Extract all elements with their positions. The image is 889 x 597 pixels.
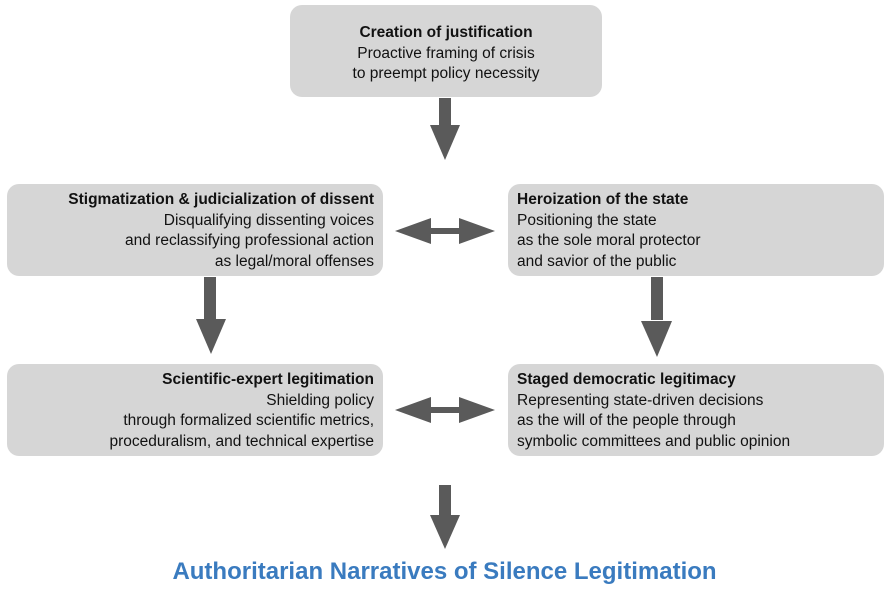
- node-title: Scientific-expert legitimation: [162, 371, 374, 388]
- node-line: Disqualifying dissenting voices: [163, 211, 374, 229]
- node-line: Positioning the state: [517, 211, 657, 229]
- arrow-bidirectional-middle: [395, 218, 495, 244]
- node-staged-democratic-legitimacy: Staged democratic legitimacy Representin…: [508, 364, 884, 456]
- arrow-bidirectional-bottom: [395, 397, 495, 423]
- node-line: Proactive framing of crisis: [357, 44, 535, 62]
- node-line: and savior of the public: [517, 252, 677, 270]
- node-line: as the sole moral protector: [517, 232, 701, 249]
- node-line: Shielding policy: [266, 391, 374, 409]
- node-line: as legal/moral offenses: [214, 252, 374, 270]
- arrow-down-left: [196, 277, 226, 354]
- node-line: to preempt policy necessity: [352, 65, 540, 82]
- node-line: and reclassifying professional action: [125, 232, 374, 249]
- node-creation-of-justification: Creation of justification Proactive fram…: [290, 5, 602, 97]
- node-title: Creation of justification: [359, 24, 533, 41]
- node-line: Representing state-driven decisions: [517, 391, 764, 409]
- node-line: as the will of the people through: [517, 412, 736, 429]
- node-title: Heroization of the state: [517, 191, 689, 208]
- arrow-down-right: [641, 277, 672, 357]
- node-line: proceduralism, and technical expertise: [109, 432, 375, 450]
- node-line: through formalized scientific metrics,: [123, 412, 374, 429]
- node-title: Stigmatization & judicialization of diss…: [68, 191, 374, 208]
- node-title: Staged democratic legitimacy: [517, 371, 736, 388]
- node-heroization-of-state: Heroization of the state Positioning the…: [508, 184, 884, 276]
- node-stigmatization-judicialization: Stigmatization & judicialization of diss…: [7, 184, 383, 276]
- arrow-down-top: [430, 98, 460, 160]
- arrow-down-final: [430, 485, 460, 549]
- node-scientific-expert-legitimation: Scientific-expert legitimation Shielding…: [7, 364, 383, 456]
- node-line: symbolic committees and public opinion: [517, 432, 791, 450]
- final-title: Authoritarian Narratives of Silence Legi…: [172, 558, 717, 585]
